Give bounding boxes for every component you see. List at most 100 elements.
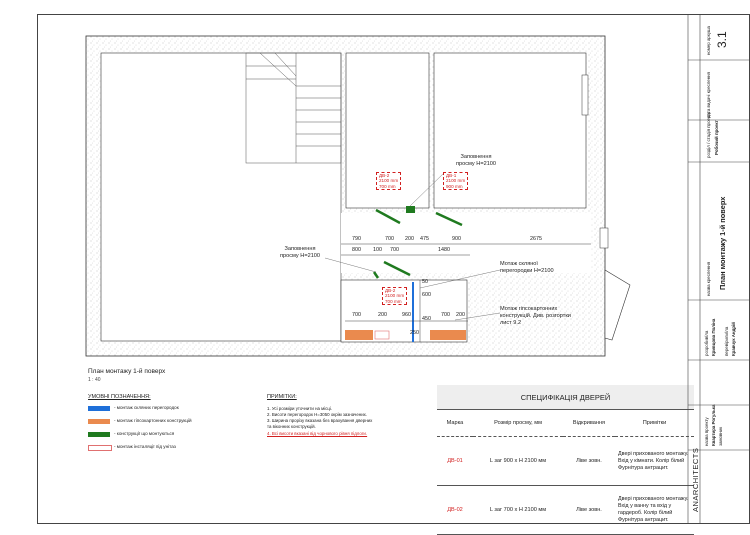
header-size: Розмір просму, мм bbox=[473, 409, 563, 437]
door-tag: ДВ-2 2100 mm 700 mm bbox=[376, 172, 402, 191]
dimension: 600 bbox=[422, 292, 431, 298]
legend-title: УМОВНІ ПОЗНАЧЕННЯ: bbox=[88, 394, 151, 400]
legend-label: - конструкції що монтуються bbox=[114, 431, 175, 436]
door-tag: ДВ-2 2100 mm 700 mm bbox=[382, 287, 408, 306]
door-code: ДВ-1 bbox=[446, 173, 457, 178]
door-height: 2100 mm bbox=[379, 178, 399, 184]
door-code: ДВ-2 bbox=[385, 288, 396, 293]
checked-name: Кравчук Андрій bbox=[731, 322, 736, 356]
door-notes: Двері прихованого монтажу. Вхід у кімнат… bbox=[615, 436, 694, 486]
dimension: 200 bbox=[405, 236, 414, 242]
glass-swatch bbox=[88, 406, 110, 411]
legend-item: - монтаж скляних перегородок bbox=[88, 405, 258, 413]
project-label: назва проекту bbox=[704, 417, 709, 446]
window bbox=[581, 74, 589, 116]
note-line: 2. Висоти перегородок Н=3050 окрім зазна… bbox=[267, 412, 368, 417]
legend-label: - монтаж скляних перегородок bbox=[114, 405, 179, 410]
client-label: замовник bbox=[718, 426, 723, 446]
drawing-title: План монтажу 1-й поверх bbox=[718, 196, 727, 290]
legend-label: - монтаж інсталяції під унітаз bbox=[114, 444, 176, 449]
note-line: 1. Усі розміри уточнити на місці. bbox=[267, 406, 333, 411]
door-height: 2100 mm bbox=[385, 293, 405, 299]
project-name: Квартира Рогулька bbox=[711, 404, 716, 446]
dimension: 700 bbox=[352, 312, 361, 318]
legend-item: - монтаж інсталяції під унітаз bbox=[88, 444, 258, 452]
note-line: 4. Всі висоти вказані від чорнового рівн… bbox=[267, 431, 368, 436]
dimension: 900 bbox=[452, 236, 461, 242]
dimension: 200 bbox=[456, 312, 465, 318]
legend-label: - монтаж гіпсокартонних конструкцій bbox=[114, 418, 192, 423]
dimension: 475 bbox=[420, 236, 429, 242]
dimension: 700 bbox=[441, 312, 450, 318]
dimension: 700 bbox=[385, 236, 394, 242]
dimension: 200 bbox=[378, 312, 387, 318]
dimension: 960 bbox=[402, 312, 411, 318]
checked-label: перевірили/ла bbox=[724, 326, 729, 356]
door-width: 700 mm bbox=[385, 298, 402, 304]
drawing-label: назва креслення bbox=[706, 261, 711, 296]
bay-window bbox=[604, 269, 631, 341]
mounted-structures bbox=[372, 208, 463, 279]
drywall-label: Мотаж гіпсокартонних конструкцій. Див. р… bbox=[500, 306, 571, 326]
toilet-installation bbox=[374, 330, 390, 340]
section-label: розділ / стадія проекту bbox=[706, 111, 711, 158]
staircase bbox=[245, 52, 342, 164]
plan-title: План монтажу 1-й поверх bbox=[88, 368, 166, 375]
hallway bbox=[341, 213, 591, 273]
dimension: 800 bbox=[352, 247, 361, 253]
dimension: 450 bbox=[422, 316, 431, 322]
dimension: 250 bbox=[410, 330, 419, 336]
developed-label: розробив/ла bbox=[704, 330, 709, 356]
mounted-structure bbox=[406, 206, 415, 213]
dimension: 100 bbox=[373, 247, 382, 253]
window bbox=[599, 227, 609, 249]
sheet-number: 3.1 bbox=[715, 31, 729, 48]
spec-title: СПЕЦИФІКАЦІЯ ДВЕРЕЙ bbox=[437, 385, 694, 410]
leader-lines bbox=[324, 171, 501, 321]
table-row: ДВ-01 L заг 900 х Н 2100 мм Ліве зовн. Д… bbox=[437, 436, 694, 486]
drywall-structure bbox=[430, 330, 466, 340]
door-tag: ДВ-1 2100 mm 900 mm bbox=[443, 172, 469, 191]
door-mark: ДВ-01 bbox=[437, 436, 473, 486]
door-size: L заг 700 х Н 2100 мм bbox=[473, 485, 563, 535]
header-notes: Примітки bbox=[615, 409, 694, 437]
fill-left-label: Заповнення просму Н=2100 bbox=[279, 246, 321, 259]
header-opening: Відкривання bbox=[563, 409, 615, 437]
section-value: Робочий проект bbox=[714, 120, 719, 155]
sheet-number-label: номер аркуша bbox=[706, 25, 711, 55]
note-line: 3. Ширина прорізу вказана без врахування… bbox=[267, 418, 373, 423]
door-mark: ДВ-02 bbox=[437, 485, 473, 535]
dimension-lines bbox=[341, 243, 591, 342]
dimension: 790 bbox=[352, 236, 361, 242]
table-row: ДВ-02 L заг 700 х Н 2100 мм Ліве зовн. Д… bbox=[437, 485, 694, 535]
brand-logo: ANARCHITECTS bbox=[691, 447, 700, 512]
glass-partition-label: Мотаж скляної перегородки Н=2100 bbox=[500, 261, 554, 274]
dimension: 700 bbox=[390, 247, 399, 253]
door-height: 2100 mm bbox=[446, 178, 466, 184]
door-code: ДВ-2 bbox=[379, 173, 390, 178]
notes-title: ПРИМІТКИ: bbox=[267, 394, 297, 400]
door-size: L заг 900 х Н 2100 мм bbox=[473, 436, 563, 486]
dimension: 2675 bbox=[530, 236, 542, 242]
door-spec-table: СПЕЦИФІКАЦІЯ ДВЕРЕЙ Марка Розмір просму,… bbox=[437, 385, 694, 535]
fill-upper-label: Заповнення просму Н=2100 bbox=[455, 154, 497, 167]
door-width: 900 mm bbox=[446, 183, 463, 189]
structure-swatch bbox=[88, 432, 110, 437]
drywall-swatch bbox=[88, 419, 110, 424]
developed-name: Кривцова Поліна bbox=[711, 318, 716, 356]
plan-scale: 1 : 40 bbox=[88, 377, 101, 383]
header-mark: Марка bbox=[437, 409, 473, 437]
table-header: Марка Розмір просму, мм Відкривання Прим… bbox=[437, 409, 694, 437]
legend-item: - конструкції що монтуються bbox=[88, 431, 258, 439]
note-line: та віконних конструкцій. bbox=[267, 424, 316, 429]
installation-swatch bbox=[88, 445, 112, 451]
door-opening: Ліве зовн. bbox=[563, 485, 615, 535]
legend-item: - монтаж гіпсокартонних конструкцій bbox=[88, 418, 258, 426]
door-width: 700 mm bbox=[379, 183, 396, 189]
dimension: 1480 bbox=[438, 247, 450, 253]
door-opening: Ліве зовн. bbox=[563, 436, 615, 486]
living-room bbox=[100, 52, 342, 342]
dimension: 50 bbox=[422, 279, 428, 285]
